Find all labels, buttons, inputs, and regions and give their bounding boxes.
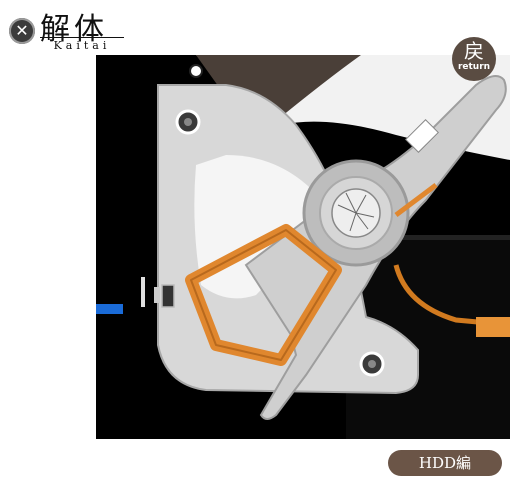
latch <box>141 277 145 307</box>
close-icon: ✕ <box>15 21 29 40</box>
screw-top <box>189 64 203 78</box>
flex-cable <box>393 264 510 328</box>
return-button[interactable]: 戻 return <box>452 37 496 81</box>
hdd-edition-button[interactable]: HDD編 <box>388 450 502 476</box>
position-marker <box>96 304 123 314</box>
return-label: return <box>457 62 491 72</box>
page-title: 解体 <box>40 12 108 47</box>
flex-connector <box>476 317 510 337</box>
close-button[interactable]: ✕ <box>9 18 35 44</box>
platter-shadow <box>196 55 361 125</box>
header: ✕ 解体 Kaitai <box>6 6 146 52</box>
hdd-disassembly-view <box>96 55 510 439</box>
arm-window <box>405 119 439 153</box>
page-subtitle: Kaitai <box>40 37 124 52</box>
hdd-illustration <box>141 55 510 439</box>
return-kanji: 戻 <box>464 39 484 63</box>
